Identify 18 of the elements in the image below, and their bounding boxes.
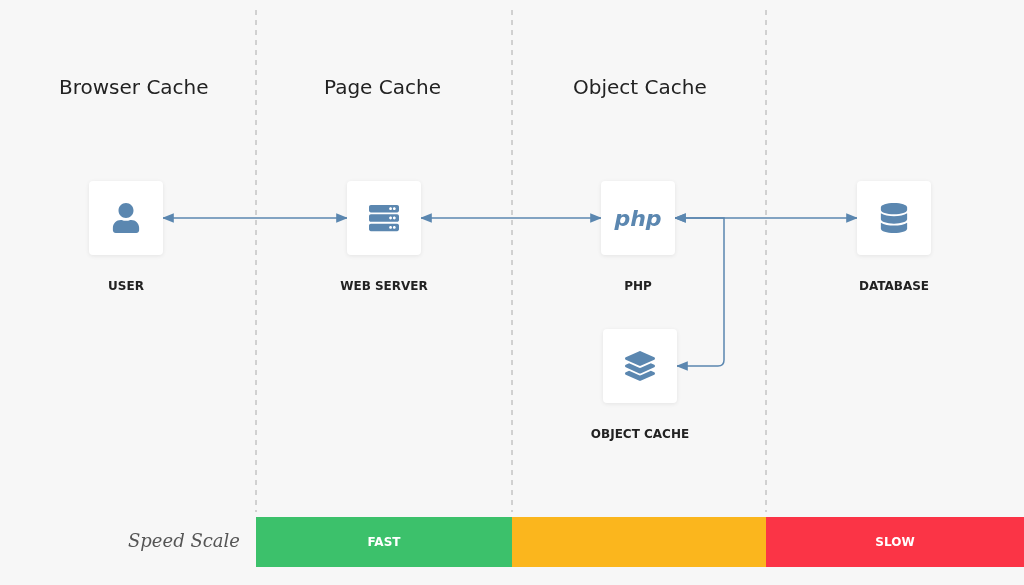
node-caption: USER	[108, 279, 144, 293]
scale-label: Speed Scale	[128, 530, 240, 551]
node-caption: PHP	[624, 279, 652, 293]
speed-label: FAST	[367, 535, 401, 549]
arrow	[419, 213, 603, 223]
speed-bar	[766, 517, 1024, 567]
node-caption: DATABASE	[858, 279, 930, 293]
speed-label: SLOW	[875, 535, 915, 549]
node-caption: OBJECT CACHE	[590, 427, 690, 441]
speed-bar	[512, 517, 766, 567]
column-heading: Page Cache	[324, 75, 441, 99]
speed-bar	[256, 517, 512, 567]
arrow	[161, 213, 349, 223]
column-heading: Browser Cache	[59, 75, 209, 99]
column-heading: Object Cache	[573, 75, 707, 99]
node-caption: WEB SERVER	[340, 279, 428, 293]
arrow	[673, 213, 725, 371]
icon-text: php	[614, 205, 662, 231]
